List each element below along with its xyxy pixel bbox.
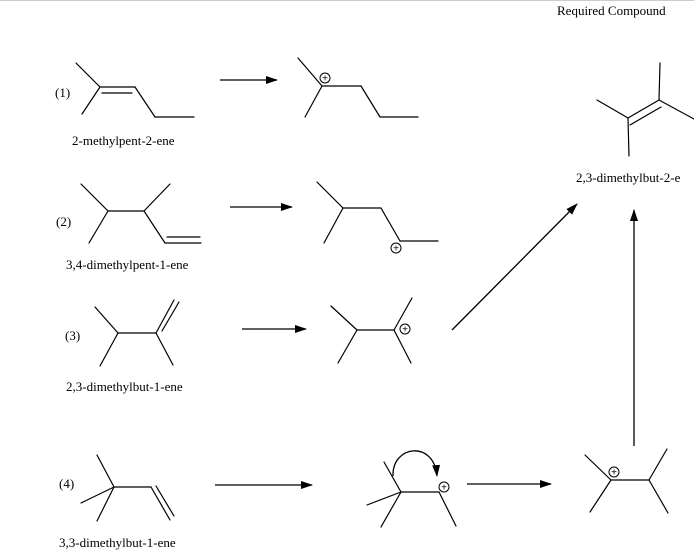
svg-text:+: + — [393, 244, 399, 255]
carbocation-4-structure — [366, 461, 457, 528]
product-structure — [596, 62, 694, 157]
reactant-2-name: 3,4-dimethylpent-1-ene — [66, 257, 189, 272]
positive-charge-icon: + — [390, 242, 402, 255]
reaction-1-number: (1) — [55, 85, 70, 100]
carbocation-3-structure — [330, 297, 413, 364]
reaction-4-number: (4) — [59, 476, 74, 491]
reactant-4-structure — [80, 454, 175, 522]
rearranged-carbocation-structure — [584, 448, 669, 514]
positive-charge-icon: + — [319, 72, 331, 85]
methyl-shift-curved-arrow — [392, 450, 441, 477]
reactant-3-structure — [94, 299, 180, 367]
carbocation-2-structure — [316, 181, 439, 244]
svg-text:+: + — [402, 325, 408, 336]
reaction-2-number: (2) — [56, 214, 71, 229]
svg-text:+: + — [322, 74, 328, 85]
reaction-3-number: (3) — [65, 328, 80, 343]
svg-text:+: + — [611, 468, 617, 479]
reactant-4-name: 3,3-dimethylbut-1-ene — [59, 535, 176, 550]
reactant-3-name: 2,3-dimethylbut-1-ene — [66, 379, 183, 394]
reactant-1-structure — [75, 62, 195, 118]
carbocation-1-structure — [297, 57, 419, 118]
positive-charge-icon: + — [438, 481, 450, 494]
required-compound-title: Required Compound — [557, 3, 666, 18]
positive-charge-icon: + — [608, 466, 620, 479]
positive-charge-icon: + — [399, 323, 411, 336]
reactant-1-name: 2-methylpent-2-ene — [72, 133, 175, 148]
rearrangement-to-product-arrow — [451, 203, 578, 331]
reactant-2-structure — [80, 183, 202, 244]
product-name: 2,3-dimethylbut-2-e — [576, 170, 681, 185]
svg-text:+: + — [441, 483, 447, 494]
